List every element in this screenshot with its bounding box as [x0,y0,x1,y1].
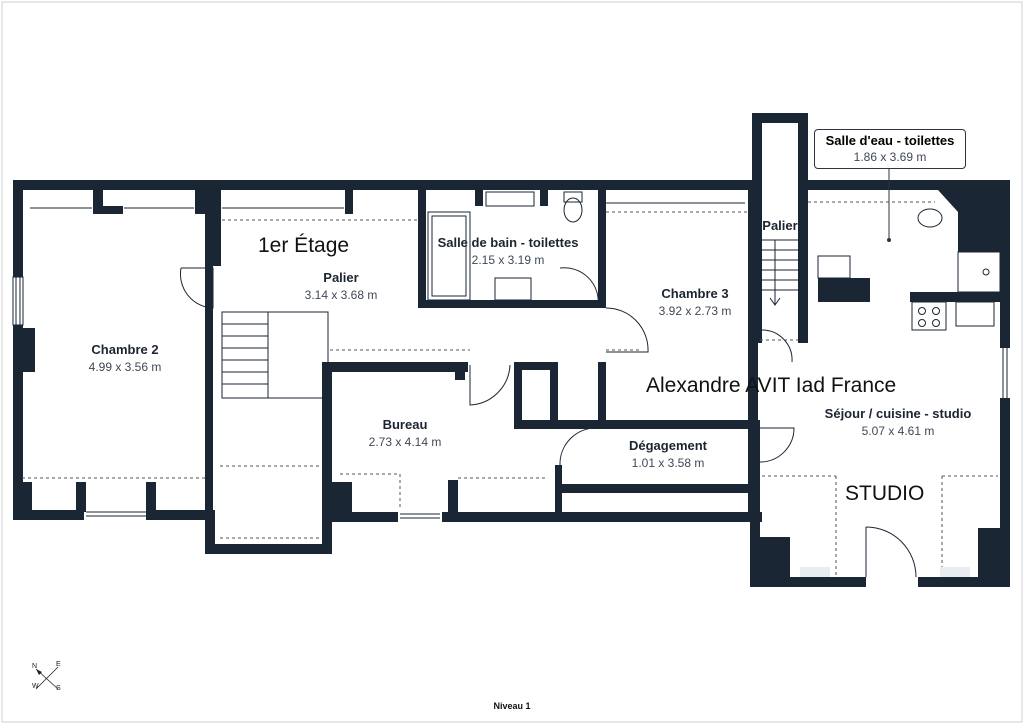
room-label-degagement: Dégagement 1.01 x 3.58 m [593,438,743,470]
room-label-palier-2: Palier [756,218,804,233]
room-label-chambre-3: Chambre 3 3.92 x 2.73 m [620,286,770,318]
level-label: Niveau 1 [493,701,531,711]
room-name: Bureau [382,417,428,432]
room-label-salle-de-bain: Salle de bain - toilettes 2.15 x 3.19 m [420,235,596,267]
room-label-sejour: Séjour / cuisine - studio 5.07 x 4.61 m [800,406,996,438]
callout-dot [887,238,891,242]
room-dims: 5.07 x 4.61 m [861,424,935,438]
floor-title: 1er Étage [258,234,350,257]
watermark-text: Alexandre AVIT Iad France [646,374,897,397]
room-name: Palier [323,270,359,285]
compass-icon [35,666,59,690]
studio-label: STUDIO [845,482,925,505]
door-swings [179,267,917,578]
room-dims: 1.86 x 3.69 m [853,150,927,164]
room-name: Chambre 2 [91,342,159,357]
room-dims: 2.15 x 3.19 m [471,253,545,267]
room-name: Salle d'eau - toilettes [825,133,955,148]
room-dims: 3.92 x 2.73 m [658,304,732,318]
room-dims: 4.99 x 3.56 m [88,360,162,374]
room-name: Dégagement [628,438,708,453]
room-dims: 1.01 x 3.58 m [631,456,705,470]
compass-rose: N E W S [28,661,68,695]
room-dims: 2.73 x 4.14 m [368,435,442,449]
compass-s: S [56,685,61,692]
room-dims: 3.14 x 3.68 m [304,288,378,302]
walls [13,113,1011,588]
room-name: Salle de bain - toilettes [437,235,579,250]
callout-salle-d-eau: Salle d'eau - toilettes 1.86 x 3.69 m [814,129,966,169]
room-label-chambre-2: Chambre 2 4.99 x 3.56 m [50,342,200,374]
compass-e: E [56,661,61,668]
room-name: Palier [762,218,798,233]
room-label-bureau: Bureau 2.73 x 4.14 m [330,417,480,449]
compass-n: N [32,663,38,670]
watermark-shapes [800,567,970,577]
fixtures [427,191,1001,331]
room-name: Chambre 3 [661,286,729,301]
windows [12,202,1008,519]
room-label-palier: Palier 3.14 x 3.68 m [266,270,416,302]
staircases [221,239,798,399]
dashed-lines [22,201,998,577]
room-name: Séjour / cuisine - studio [824,406,972,421]
compass-w: W [32,683,39,690]
